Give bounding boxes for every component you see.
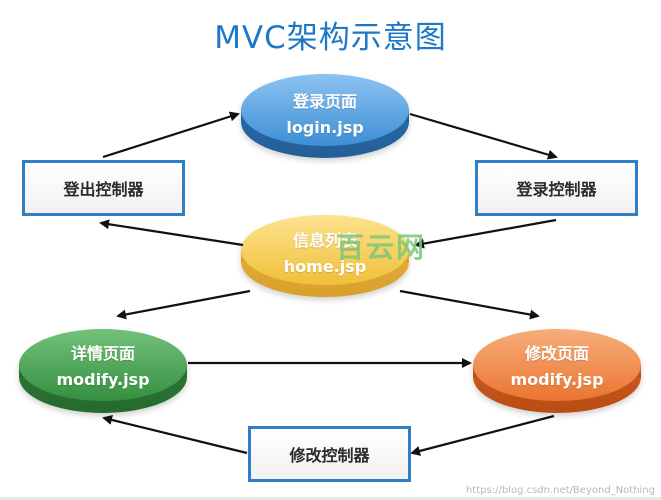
logout-controller: 登出控制器 bbox=[22, 160, 185, 216]
login-page-file: login.jsp bbox=[286, 118, 364, 137]
detail-page-label: 详情页面 modify.jsp bbox=[23, 341, 183, 393]
modify-page-title: 修改页面 bbox=[524, 344, 589, 363]
info-list-label: 信息列表 home.jsp bbox=[245, 228, 405, 280]
arrow-home-to-detail bbox=[116, 289, 251, 320]
arrow-home-to-logout bbox=[99, 219, 244, 247]
arrow-modify-to-modify-controller bbox=[410, 414, 555, 456]
login-controller: 登录控制器 bbox=[475, 160, 638, 216]
source-credit: https://blog.csdn.net/Beyond_Nothing bbox=[465, 485, 655, 496]
info-list-title: 信息列表 bbox=[292, 231, 357, 250]
info-list-node bbox=[241, 215, 409, 297]
detail-page-file: modify.jsp bbox=[56, 370, 150, 389]
modify-page-file: modify.jsp bbox=[510, 370, 604, 389]
arrow-login-controller-to-home bbox=[414, 218, 557, 249]
diagram-title: MVC架构示意图 bbox=[214, 20, 447, 56]
watermark: 百云网 bbox=[336, 231, 427, 264]
modify-page-label: 修改页面 modify.jsp bbox=[477, 341, 637, 393]
modify-controller: 修改控制器 bbox=[248, 426, 411, 482]
login-page-title: 登录页面 bbox=[292, 92, 357, 111]
footer-divider bbox=[0, 497, 661, 500]
info-list-file: home.jsp bbox=[283, 257, 367, 276]
modify-page-node bbox=[473, 329, 641, 413]
detail-page-node bbox=[19, 329, 187, 413]
login-page-node bbox=[241, 74, 409, 158]
login-page-label: 登录页面 login.jsp bbox=[245, 89, 405, 141]
detail-page-title: 详情页面 bbox=[70, 344, 135, 363]
arrow-home-to-modify bbox=[399, 289, 540, 320]
arrow-logout-to-login bbox=[102, 111, 240, 159]
arrow-login-to-login-controller bbox=[409, 112, 558, 160]
arrow-modify-controller-to-detail bbox=[102, 415, 248, 455]
